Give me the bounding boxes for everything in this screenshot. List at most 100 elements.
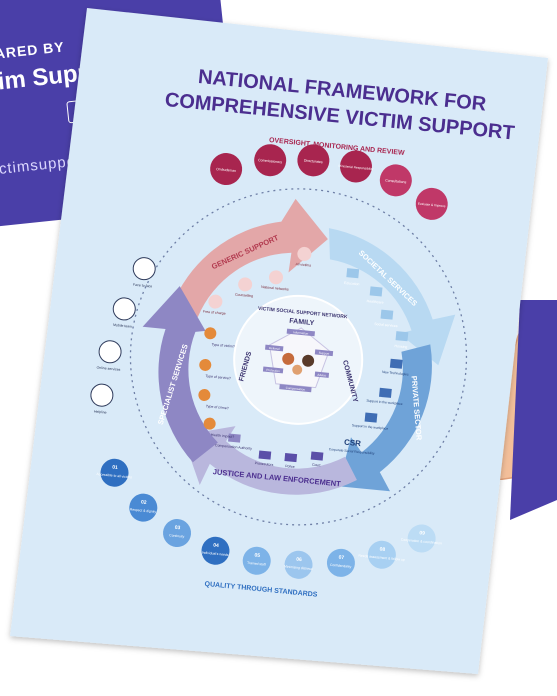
mobile-team-icon [112, 297, 136, 321]
generic-support-arrow [170, 198, 328, 318]
prosecutor-icon [258, 450, 272, 460]
oversight-circle [339, 150, 372, 183]
justice-item: Compensation Authority [215, 443, 253, 451]
standard-circle [242, 546, 271, 575]
network-icon [268, 270, 283, 285]
center-label-bg [314, 371, 330, 378]
standard-circle [129, 493, 158, 522]
private-item: Support in the workplace [352, 423, 389, 430]
oversight-item: Consultations [385, 178, 407, 184]
private-sector-arrow [338, 344, 432, 492]
specialist-item: Type of service? [205, 374, 231, 380]
standard-circle [100, 458, 129, 487]
standard-text: Individual's needs [202, 550, 229, 557]
specialist-item: Health impact? [211, 433, 235, 439]
standard-text: Accessible to all victims [96, 472, 132, 479]
center-label-bg [314, 349, 334, 357]
channel-item: Online services [96, 366, 120, 372]
workplace-icon [379, 387, 392, 398]
standard-text: Trained staff [247, 561, 266, 567]
standard-text: Respect & dignity [130, 507, 157, 514]
oversight-item: Commissioners [258, 158, 283, 164]
standard-number: 08 [379, 547, 385, 554]
standard-number: 09 [419, 530, 425, 537]
oversight-circle [210, 153, 243, 186]
helpline-icon [90, 383, 114, 407]
standard-number: 02 [141, 499, 147, 506]
private-item: New Technologies [382, 370, 409, 377]
justice-item: Police [285, 464, 295, 469]
standard-circle [367, 540, 396, 569]
oversight-circle [415, 187, 448, 220]
service-type-icon [199, 358, 212, 371]
crime-type-icon [198, 389, 211, 402]
center-label-bg [265, 344, 284, 352]
standard-number: 04 [213, 543, 219, 550]
standard-circle [284, 550, 313, 579]
person-icon [292, 364, 303, 375]
outer-dotted-ring [129, 188, 468, 526]
standard-text: Needs assessment & follow up [358, 554, 405, 562]
justice-item: Prosecutors [255, 461, 274, 467]
standard-number: 06 [296, 557, 302, 564]
standard-text: Minimising distress [284, 564, 313, 571]
center-label: Protection [266, 368, 280, 373]
standard-circle [326, 548, 355, 577]
center-label: Information [293, 330, 309, 335]
specialist-item: Type of victim? [211, 342, 235, 348]
justice-item: Court [312, 463, 321, 468]
person-icon [302, 354, 315, 367]
standard-number: 05 [254, 553, 260, 560]
channel-item: Helpline [94, 410, 107, 415]
justice-arrow [182, 426, 357, 495]
center-label-bg [262, 366, 284, 374]
center-label-bg [279, 384, 312, 393]
standard-circle [163, 519, 192, 548]
oversight-item: Evaluate & Improve [418, 202, 446, 209]
housing-icon [395, 331, 409, 342]
generic-item: All victims [295, 262, 311, 267]
healthcare-icon [369, 286, 383, 297]
sector-ring [142, 198, 456, 495]
generic-item: National networks [261, 285, 289, 292]
center-label-bg [286, 328, 315, 337]
health-impact-icon [203, 417, 216, 430]
center-label: Support [319, 351, 330, 356]
standard-number: 03 [174, 525, 180, 532]
oversight-circle [379, 164, 412, 197]
standard-number: 01 [112, 465, 118, 472]
channel-item: Mobile team [113, 323, 132, 329]
network-family: FAMILY [289, 318, 315, 327]
standard-circle [201, 536, 230, 565]
oversight-circle [297, 144, 330, 177]
societal-item: Housing [394, 344, 407, 349]
generic-item: Counselling [235, 292, 254, 298]
face-to-face-icon [132, 257, 156, 281]
free-of-charge-icon [208, 294, 223, 309]
standard-circle [407, 524, 436, 553]
oversight-circle [254, 144, 287, 177]
center-label: Compensation [286, 386, 306, 392]
victim-type-icon [204, 327, 217, 340]
oversight-item: Directorates [304, 158, 323, 164]
standard-text: Continuity [169, 533, 185, 538]
standard-text: Cooperation & coordination [401, 538, 442, 546]
workplace-icon [364, 412, 378, 423]
oversight-row: Ombudsman Commissioners Directorates Min… [210, 144, 448, 220]
standard-number: 07 [338, 555, 344, 562]
specialist-item: Type of crime? [206, 404, 229, 410]
center-label: Referral [269, 346, 280, 351]
oversight-item: Ombudsman [216, 167, 236, 173]
csr-label: CSR [344, 438, 362, 449]
societal-item: Education [344, 281, 360, 286]
oversight-item: Ministerial Responsibility [338, 164, 374, 171]
standard-text: Confidentiality [330, 563, 352, 569]
violet-mat [510, 300, 557, 520]
specialist-services-arrow [142, 286, 218, 463]
societal-item: Healthcare [366, 299, 383, 305]
channel-item: Face to face [133, 283, 153, 289]
center-label: Advice [317, 373, 327, 378]
police-icon [284, 453, 298, 463]
compensation-icon [228, 433, 241, 443]
